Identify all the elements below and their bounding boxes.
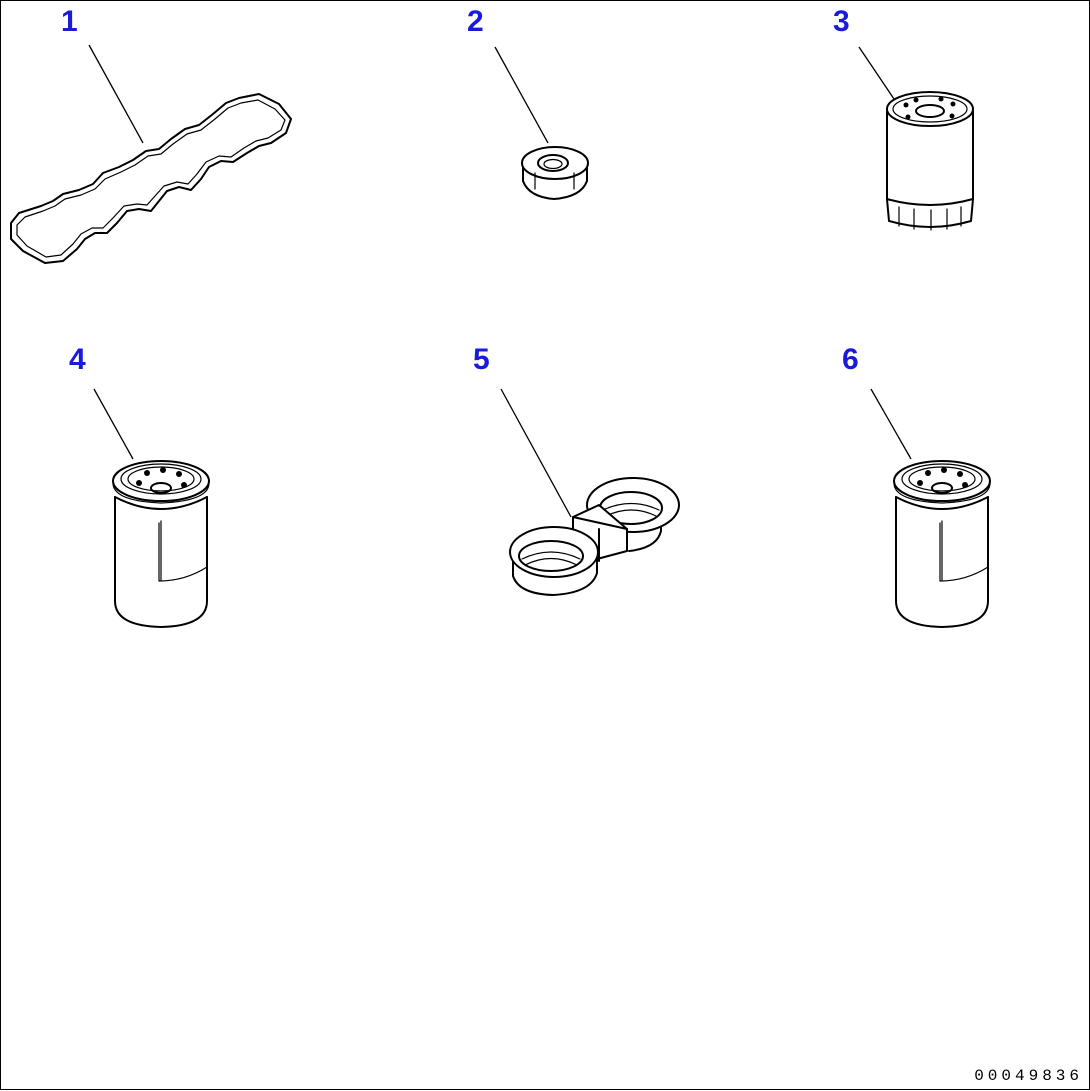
seal-ring-drawing bbox=[521, 146, 589, 200]
gasket-drawing bbox=[10, 93, 292, 264]
callout-number-1: 1 bbox=[61, 5, 78, 38]
fuel-filter-drawing-right bbox=[893, 460, 991, 628]
callout-number-2: 2 bbox=[467, 5, 484, 38]
leader-line-6 bbox=[870, 388, 912, 460]
part-4: 4 bbox=[69, 343, 210, 628]
leader-line-2 bbox=[494, 46, 549, 144]
leader-line-1 bbox=[88, 44, 144, 144]
callout-number-3: 3 bbox=[833, 5, 850, 38]
part-2: 2 bbox=[467, 5, 589, 200]
fuel-filter-drawing-left bbox=[112, 460, 210, 628]
leader-line-4 bbox=[93, 388, 134, 460]
callout-number-6: 6 bbox=[842, 343, 859, 376]
part-5: 5 bbox=[473, 343, 680, 596]
part-6: 6 bbox=[842, 343, 991, 628]
wrench-drawing bbox=[509, 477, 680, 596]
part-1: 1 bbox=[10, 5, 292, 264]
document-number: 00049836 bbox=[974, 1067, 1083, 1085]
callout-number-4: 4 bbox=[69, 343, 86, 376]
leader-line-5 bbox=[500, 388, 572, 518]
part-3: 3 bbox=[833, 5, 974, 231]
oil-filter-drawing bbox=[886, 91, 974, 231]
callout-number-5: 5 bbox=[473, 343, 490, 376]
leader-line-3 bbox=[858, 46, 895, 100]
